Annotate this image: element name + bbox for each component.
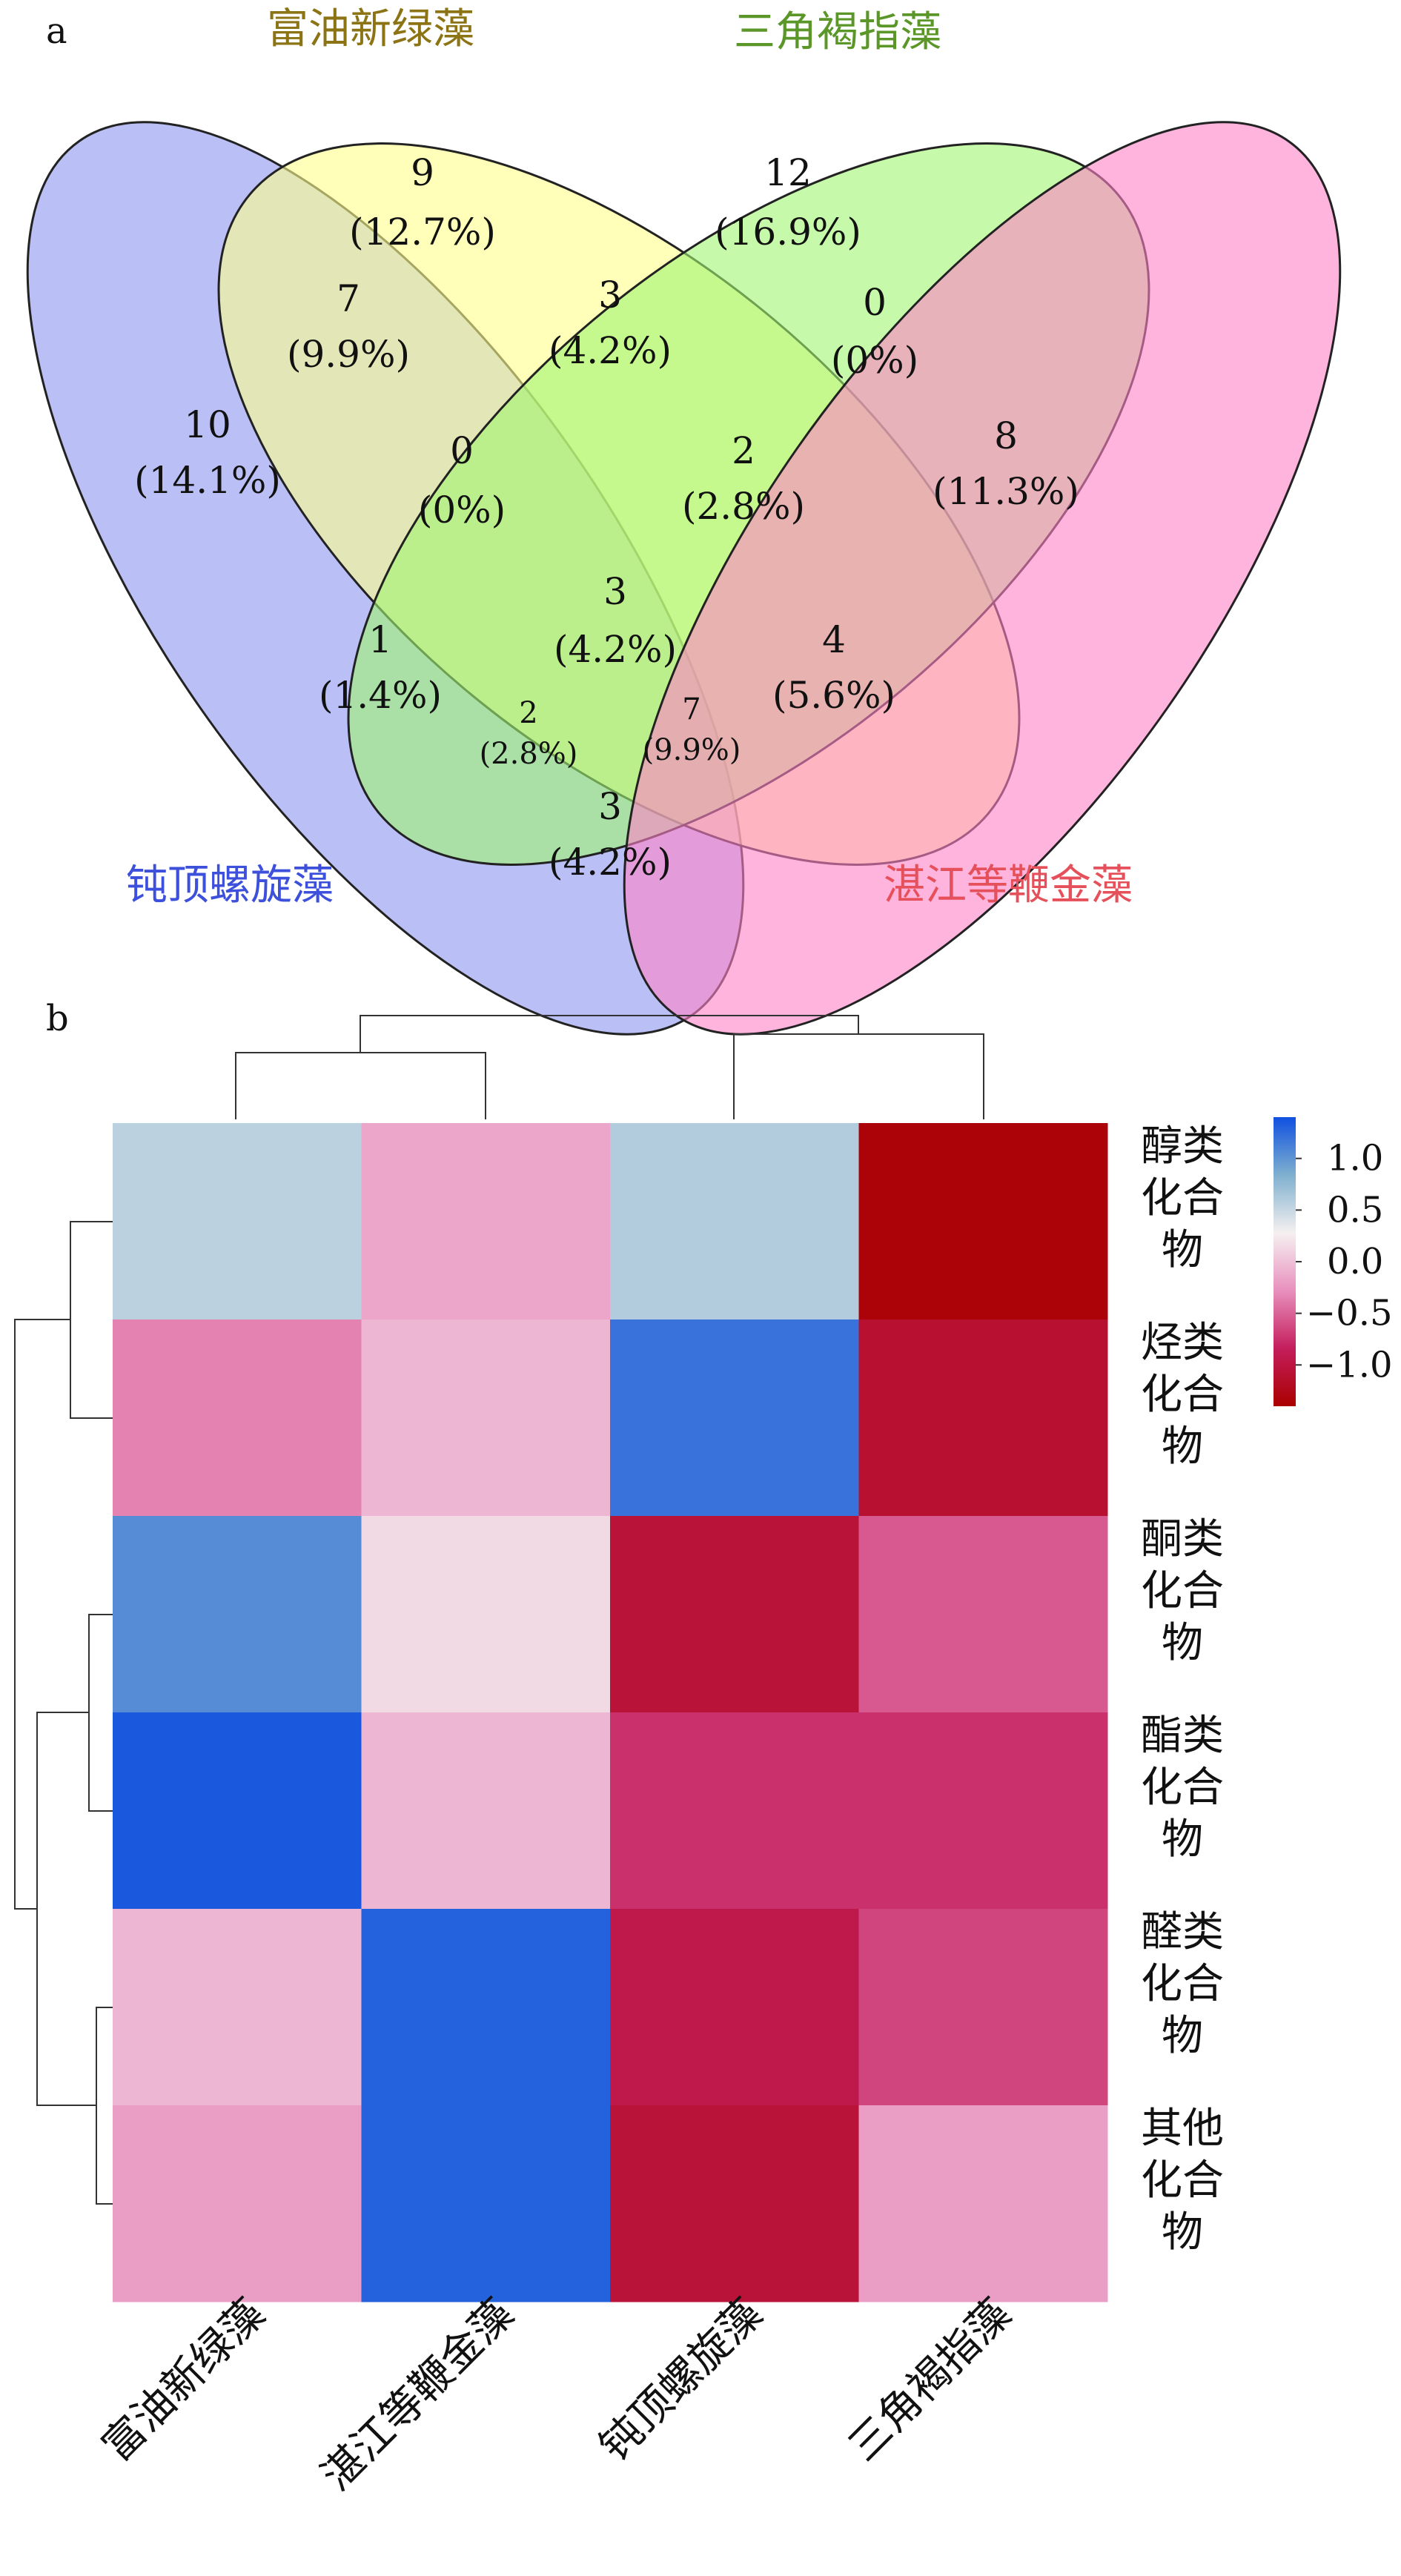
heatmap-cell	[361, 1320, 611, 1517]
venn-region-percent: (16.9%)	[715, 211, 861, 254]
heatmap-cell	[610, 1909, 859, 2106]
venn-region-percent: (9.9%)	[643, 733, 741, 767]
heatmap-column-label: 富油新绿藻	[93, 2290, 274, 2471]
venn-region-percent: (9.9%)	[287, 333, 410, 376]
heatmap-cell	[361, 1123, 611, 1320]
venn-panel: a 富油新绿藻 三角褐指藻 钝顶螺旋藻 湛江等鞭金藻 9 (12.7%) 12 …	[26, 5, 1342, 1036]
heatmap-panel: b 醇类化合物烃类化合物酮类化合物酯类化合物醛类化合物其他化合物 富油新绿藻湛江…	[14, 998, 1393, 2500]
heatmap-cell	[610, 2105, 859, 2302]
row-dendrogram-link	[14, 1319, 70, 1910]
venn-region-count: 7	[682, 692, 700, 726]
heatmap-cell	[113, 1909, 362, 2106]
venn-region-percent: (14.1%)	[134, 459, 281, 502]
colorbar-ticks: 1.0 0.5 0.0 −0.5 −1.0	[1296, 1138, 1393, 1385]
venn-region-count: 10	[184, 403, 231, 446]
heatmap-cell	[610, 1712, 859, 1910]
heatmap-row-label: 醇类化合物	[1141, 1122, 1224, 1274]
row-dendrogram	[14, 1221, 113, 2205]
venn-region-count: 3	[603, 570, 627, 613]
heatmap-cell	[113, 1320, 362, 1517]
venn-region-percent: (4.2%)	[549, 841, 672, 884]
heatmap-column-label: 钝顶螺旋藻	[591, 2290, 772, 2471]
venn-region-percent: (1.4%)	[319, 674, 442, 717]
venn-region-count: 3	[598, 274, 622, 317]
venn-ellipses	[26, 121, 1342, 1036]
heatmap-cell	[858, 1909, 1108, 2106]
venn-region-percent: (12.7%)	[349, 211, 496, 254]
venn-region-percent: (5.6%)	[772, 674, 895, 717]
colorbar-tick-label: 0.5	[1327, 1189, 1383, 1231]
venn-region-percent: (2.8%)	[480, 737, 578, 771]
venn-set-label-2: 富油新绿藻	[267, 5, 474, 53]
venn-region-percent: (4.2%)	[549, 329, 672, 372]
venn-region-count: 3	[598, 785, 622, 828]
venn-region-count: 0	[450, 429, 474, 472]
colorbar-tick-label: −0.5	[1306, 1293, 1393, 1334]
venn-region-percent: (11.3%)	[933, 470, 1079, 513]
heatmap-row-label: 醛类化合物	[1141, 1908, 1224, 2060]
venn-region-count: 2	[519, 696, 537, 730]
venn-region-labels: 9 (12.7%) 12 (16.9%) 10 (14.1%) 8 (11.3%…	[134, 151, 1079, 884]
colorbar-tick-label: 1.0	[1327, 1138, 1383, 1179]
heatmap-cell	[858, 1320, 1108, 1517]
heatmap-row-label: 其他化合物	[1141, 2105, 1224, 2257]
colorbar-gradient	[1274, 1117, 1296, 1406]
heatmap-cell	[113, 2105, 362, 2302]
heatmap-cell	[610, 1516, 859, 1713]
venn-region-percent: (0%)	[418, 489, 506, 532]
venn-region-count: 2	[732, 429, 755, 472]
row-dendrogram-link	[36, 1712, 96, 2106]
venn-region-count: 0	[863, 281, 887, 324]
venn-set-label-4: 湛江等鞭金藻	[884, 861, 1133, 910]
heatmap-cell	[361, 1516, 611, 1713]
heatmap-row-label: 酯类化合物	[1141, 1712, 1224, 1864]
heatmap-column-label: 湛江等鞭金藻	[313, 2290, 523, 2500]
column-dendrogram-link	[733, 1033, 984, 1119]
column-dendrogram	[235, 1015, 984, 1119]
heatmap-cell	[858, 1123, 1108, 1320]
heatmap-cell	[113, 1123, 362, 1320]
row-dendrogram-link	[88, 1614, 113, 1812]
heatmap-cell	[113, 1712, 362, 1910]
panel-label-b: b	[46, 998, 69, 1039]
heatmap-cell	[858, 2105, 1108, 2302]
colorbar: 1.0 0.5 0.0 −0.5 −1.0	[1274, 1117, 1393, 1406]
colorbar-tick-label: −1.0	[1306, 1344, 1393, 1385]
venn-set-label-1: 钝顶螺旋藻	[126, 861, 334, 910]
heatmap-row-label: 酮类化合物	[1141, 1515, 1224, 1667]
column-dendrogram-link	[360, 1015, 859, 1053]
heatmap-cells	[113, 1123, 1108, 2302]
heatmap-column-label: 三角褐指藻	[839, 2290, 1020, 2471]
heatmap-cell	[361, 2105, 611, 2302]
venn-region-percent: (2.8%)	[682, 485, 805, 528]
venn-region-count: 12	[764, 151, 812, 194]
venn-set-label-3: 三角褐指藻	[734, 8, 941, 56]
column-dendrogram-link	[235, 1052, 486, 1119]
heatmap-cell	[858, 1712, 1108, 1910]
venn-region-count: 9	[411, 151, 434, 194]
venn-region-count: 1	[368, 618, 392, 661]
venn-region-percent: (0%)	[831, 339, 918, 382]
panel-label-a: a	[46, 10, 67, 52]
heatmap-cell	[610, 1123, 859, 1320]
heatmap-column-labels: 富油新绿藻湛江等鞭金藻钝顶螺旋藻三角褐指藻	[93, 2290, 1020, 2500]
venn-region-count: 7	[337, 277, 360, 320]
venn-region-percent: (4.2%)	[554, 628, 677, 671]
venn-region-count: 4	[822, 618, 846, 661]
heatmap-cell	[361, 1712, 611, 1910]
heatmap-cell	[113, 1516, 362, 1713]
row-dendrogram-link	[96, 2007, 113, 2205]
heatmap-cell	[610, 1320, 859, 1517]
row-dendrogram-link	[70, 1221, 113, 1419]
heatmap-cell	[858, 1516, 1108, 1713]
colorbar-tick-label: 0.0	[1327, 1241, 1383, 1282]
heatmap-row-label: 烃类化合物	[1141, 1319, 1224, 1471]
heatmap-cell	[361, 1909, 611, 2106]
venn-region-count: 8	[994, 414, 1018, 457]
